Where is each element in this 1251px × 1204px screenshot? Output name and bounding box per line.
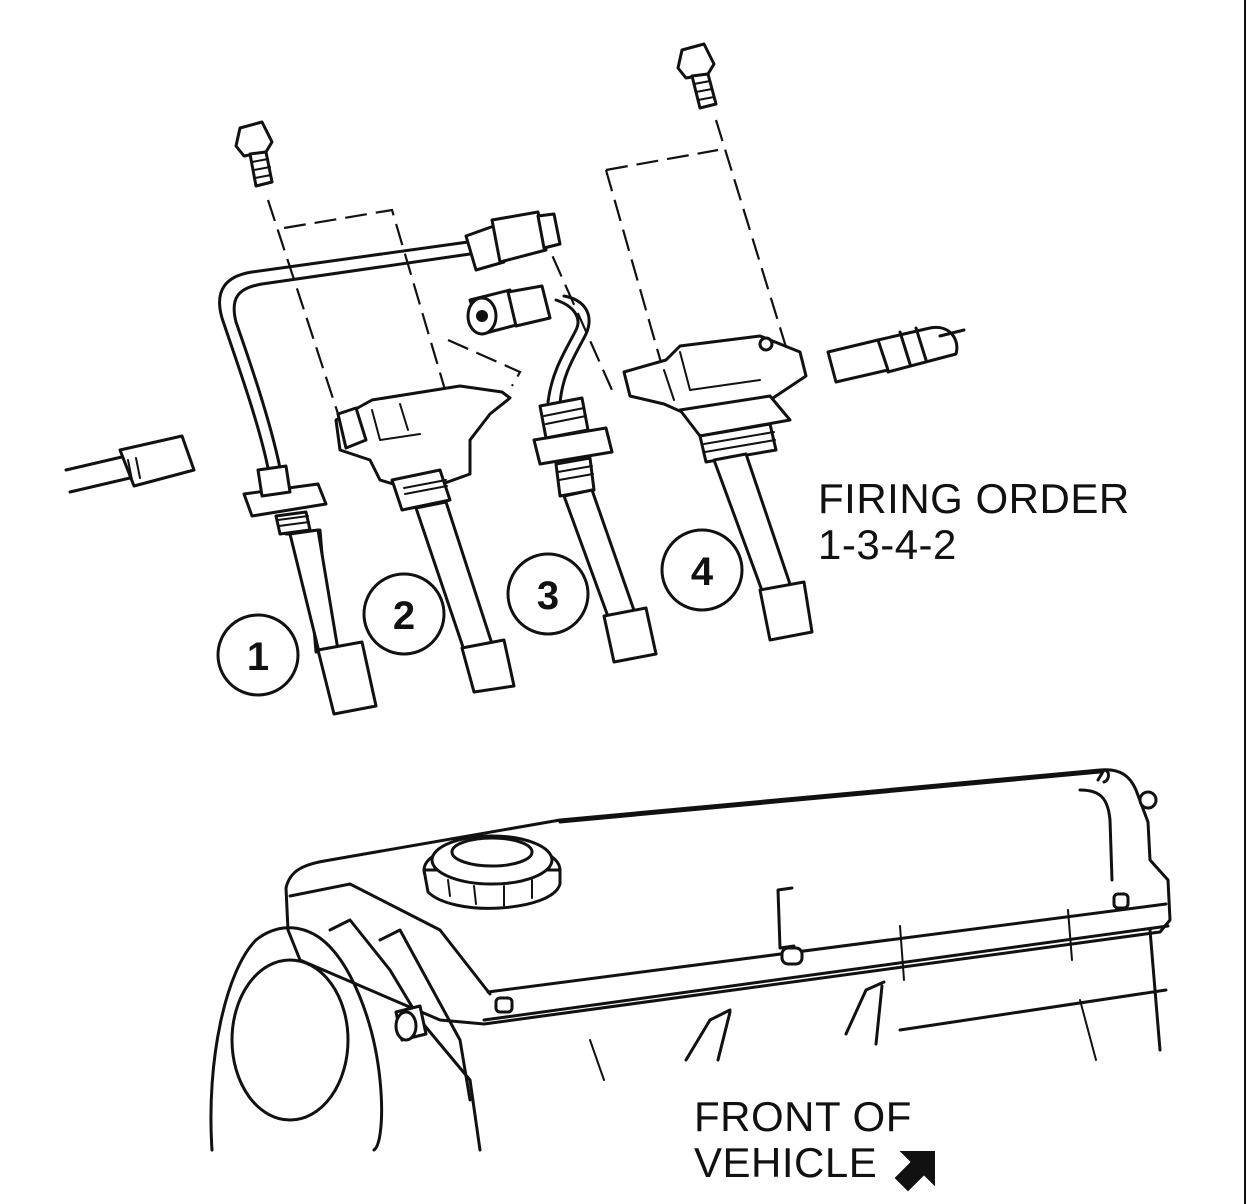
svg-text:2: 2 — [393, 594, 415, 638]
page-border — [1244, 0, 1246, 1204]
coil-2 — [334, 384, 516, 694]
firing-order-heading: FIRING ORDER — [818, 475, 1130, 522]
connector-right — [826, 325, 966, 384]
cylinder-label-3: 3 — [506, 552, 590, 636]
svg-text:1: 1 — [247, 635, 269, 679]
coil-4 — [622, 334, 814, 642]
plug-boot-3 — [532, 396, 658, 664]
bolt-left — [234, 120, 274, 188]
svg-text:4: 4 — [691, 550, 714, 594]
wiring-harness — [218, 210, 591, 470]
firing-order-sequence: 1-3-4-2 — [818, 521, 957, 568]
front-of-vehicle-line2: VEHICLE — [694, 1139, 878, 1186]
svg-text:3: 3 — [537, 574, 559, 618]
connector-left — [64, 434, 196, 494]
cylinder-label-1: 1 — [216, 613, 300, 697]
oil-filler-cap — [422, 834, 562, 910]
alignment-lines — [266, 119, 792, 421]
front-direction-arrow-icon — [894, 1151, 935, 1192]
plug-boot-1 — [242, 464, 378, 716]
bolt-right — [676, 42, 718, 110]
front-of-vehicle-line1: FRONT OF — [694, 1093, 912, 1140]
cylinder-label-4: 4 — [660, 528, 744, 612]
engine-valve-cover — [284, 768, 1172, 1026]
cylinder-label-2: 2 — [362, 572, 446, 656]
engine-front-pulley — [209, 918, 1168, 1152]
